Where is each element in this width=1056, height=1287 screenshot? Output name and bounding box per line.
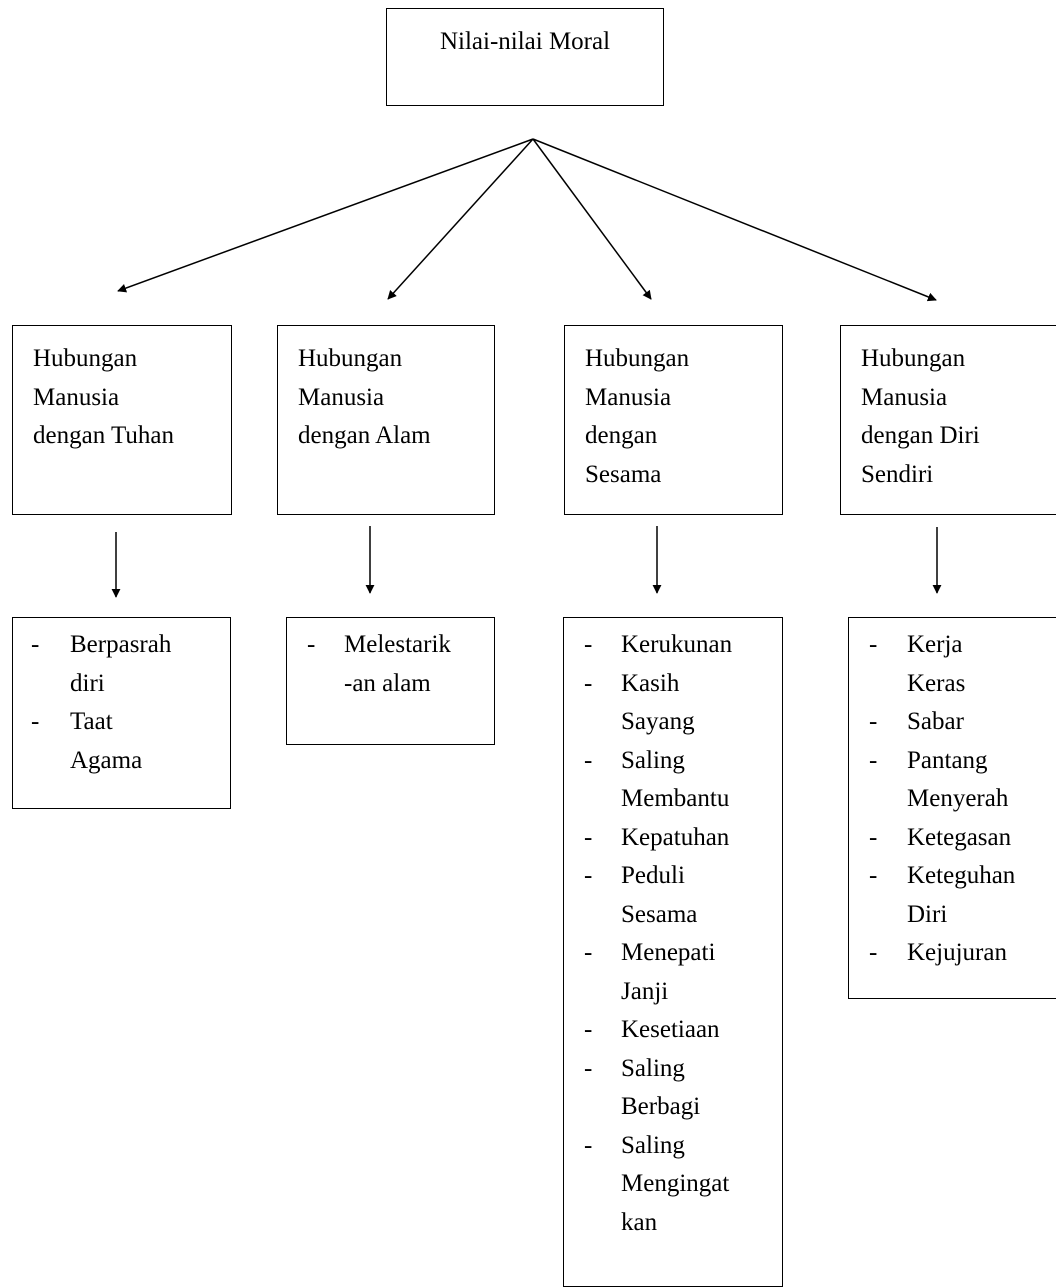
bullet-dash: - [307, 631, 316, 658]
category-node-sesama: Hubungan Manusia dengan Sesama [564, 325, 783, 515]
value-item: - Ketegasan [849, 819, 1056, 858]
category-node-tuhan: Hubungan Manusia dengan Tuhan [12, 325, 232, 515]
value-item-text: Membantu [621, 785, 730, 812]
value-item-text: Saling [621, 1131, 685, 1159]
value-item-text: Kasih [621, 669, 680, 697]
category-node-alam: Hubungan Manusia dengan Alam [277, 325, 495, 515]
bullet-dash: - [584, 1054, 593, 1082]
category-label-diri: Hubungan Manusia dengan Diri Sendiri [861, 345, 980, 488]
bullet-dash: - [869, 631, 878, 658]
value-item-text: Keteguhan [907, 862, 1016, 889]
bullet-dash: - [31, 631, 40, 658]
value-list-box-alam: - Melestarik -an alam [286, 617, 495, 745]
bullet-dash: - [584, 823, 593, 851]
value-item-text: Kejujuran [907, 939, 1007, 966]
arrow-root-to-tuhan [117, 138, 534, 293]
bullet-dash: - [584, 669, 593, 697]
category-label-alam: Hubungan Manusia dengan Alam [298, 345, 431, 449]
value-item-text: Sesama [621, 900, 698, 928]
value-item: - Melestarik -an alam [287, 626, 494, 703]
value-item-text: Ketegasan [907, 823, 1012, 851]
value-item-text: Saling [621, 746, 685, 774]
value-item-text: Kerja [907, 631, 963, 658]
value-item-text: Agama [70, 746, 143, 774]
value-item: - Kerukunan [564, 626, 782, 665]
value-item-text: Peduli [621, 862, 685, 889]
value-item-text: Kepatuhan [621, 823, 730, 851]
value-item-text: Menepati [621, 939, 716, 966]
arrow-root-to-sesama [532, 138, 652, 300]
value-item: - Berpasrah diri [13, 626, 230, 703]
value-item-text: Taat [70, 708, 113, 735]
bullet-dash: - [584, 862, 593, 889]
root-title: Nilai-nilai Moral [439, 28, 611, 55]
bullet-dash: - [869, 862, 878, 889]
value-item-text: Kesetiaan [621, 1016, 720, 1043]
bullet-dash: - [584, 631, 593, 658]
bullet-dash: - [869, 708, 878, 735]
value-list: - Melestarik -an alam [287, 626, 494, 703]
value-item-text: Janji [621, 977, 669, 1005]
value-item-text: Melestarik [344, 631, 451, 658]
bullet-dash: - [869, 939, 878, 966]
category-label-tuhan: Hubungan Manusia dengan Tuhan [33, 345, 174, 449]
value-item-text: Keras [907, 669, 966, 697]
value-item: - Kejujuran [849, 934, 1056, 973]
bullet-dash: - [584, 1016, 593, 1043]
value-item-text: Menyerah [907, 785, 1009, 812]
value-item-text: Mengingat [621, 1170, 730, 1197]
value-item-text: Berpasrah [70, 631, 172, 658]
value-item-text: Saling [621, 1054, 685, 1082]
bullet-dash: - [869, 823, 878, 851]
category-label-sesama: Hubungan Manusia dengan Sesama [585, 345, 690, 488]
value-item-text: Sabar [907, 708, 964, 735]
value-item-text: Diri [907, 900, 948, 928]
bullet-dash: - [31, 708, 40, 735]
value-item-text: diri [70, 669, 105, 697]
value-item-text: Kerukunan [621, 631, 733, 658]
bullet-dash: - [584, 939, 593, 966]
value-item-text: kan [621, 1208, 658, 1236]
bullet-dash: - [584, 1131, 593, 1159]
value-item: - Kesetiaan [564, 1011, 782, 1050]
value-item-text: Berbagi [621, 1093, 701, 1120]
value-item: -Kepatuhan [564, 819, 782, 858]
arrow-root-to-diri [532, 138, 937, 302]
root-node: Nilai-nilai Moral [386, 8, 664, 106]
bullet-dash: - [869, 746, 878, 774]
value-item-text: Sayang [621, 708, 695, 735]
bullet-dash: - [584, 746, 593, 774]
arrow-root-to-alam [387, 138, 534, 300]
category-node-diri: Hubungan Manusia dengan Diri Sendiri [840, 325, 1056, 515]
value-item-text: -an alam [344, 669, 431, 697]
value-item-text: Pantang [907, 746, 988, 774]
value-item: - Sabar [849, 703, 1056, 742]
